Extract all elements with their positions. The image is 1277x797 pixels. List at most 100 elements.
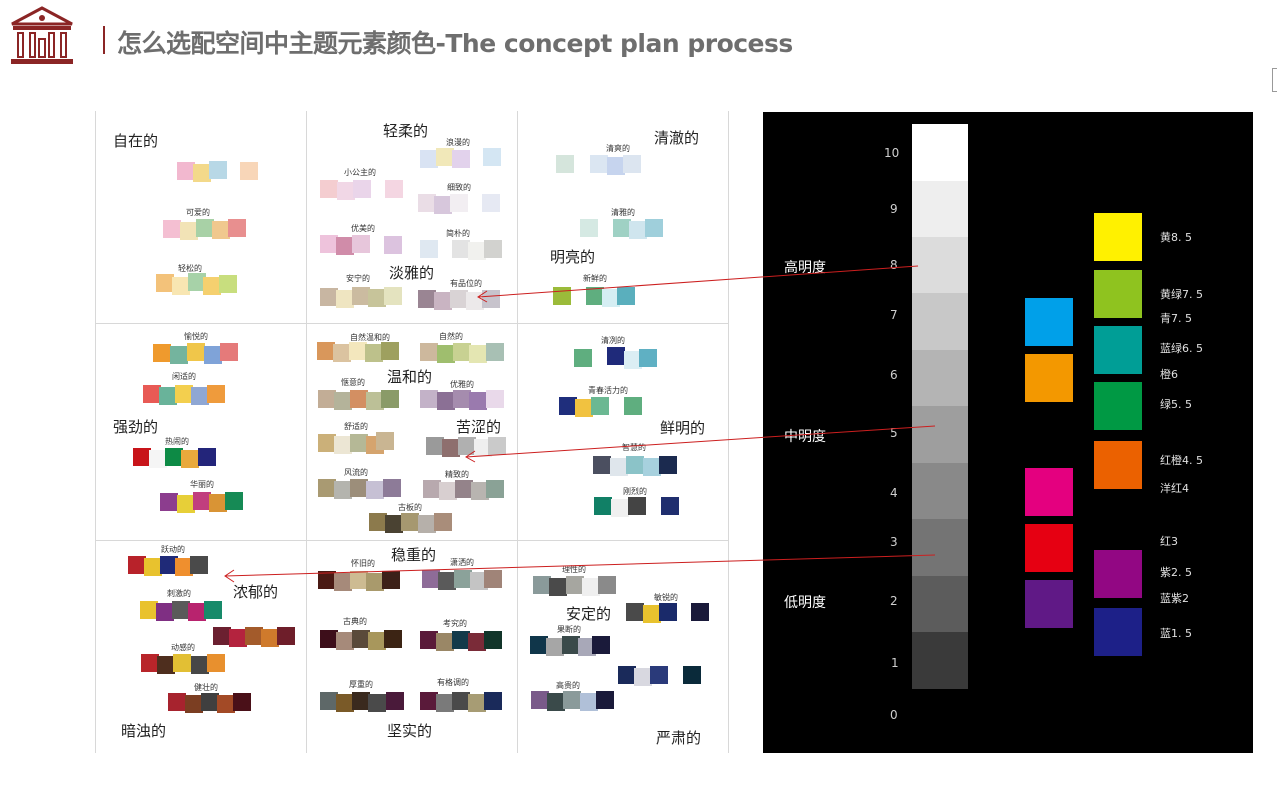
color-swatch (423, 480, 441, 498)
mood-label: 安定的 (566, 605, 612, 623)
palette-label: 敏锐的 (654, 593, 678, 602)
color-swatch (352, 692, 370, 710)
palette-label: 理性的 (562, 565, 586, 574)
color-swatch (143, 385, 161, 403)
grid-line (306, 111, 307, 753)
color-swatch (437, 345, 455, 363)
value-block (912, 576, 968, 632)
arrow-line-low (224, 554, 936, 577)
color-swatch (418, 515, 436, 533)
color-swatch (580, 693, 598, 711)
color-swatch (486, 343, 504, 361)
hue-label: 蓝1. 5 (1160, 627, 1192, 640)
palette-label: 有格调的 (437, 678, 469, 687)
color-swatch (1094, 550, 1142, 598)
color-swatch (384, 630, 402, 648)
value-number: 10 (884, 146, 900, 160)
mood-label: 明亮的 (550, 248, 596, 266)
color-swatch (233, 693, 251, 711)
color-swatch (434, 196, 452, 214)
palette-label: 优雅的 (450, 380, 474, 389)
color-swatch (531, 691, 549, 709)
color-swatch (596, 691, 614, 709)
color-swatch (530, 636, 548, 654)
color-swatch (437, 392, 455, 410)
color-swatch (488, 437, 506, 455)
mood-label: 强劲的 (113, 418, 159, 436)
color-swatch (213, 627, 231, 645)
palette-label: 愉悦的 (184, 332, 208, 341)
color-swatch (261, 629, 279, 647)
color-swatch (683, 666, 701, 684)
grid-line (517, 111, 518, 753)
mood-label: 浓郁的 (233, 583, 279, 601)
color-swatch (384, 236, 402, 254)
color-swatch (187, 343, 205, 361)
color-swatch (229, 629, 247, 647)
color-swatch (452, 150, 470, 168)
color-swatch (181, 450, 199, 468)
palette-label: 优美的 (351, 224, 375, 233)
color-swatch (566, 576, 584, 594)
color-swatch (486, 390, 504, 408)
hue-label: 蓝绿6. 5 (1160, 342, 1203, 355)
palette-label: 动感的 (171, 643, 195, 652)
color-swatch (438, 572, 456, 590)
color-swatch (350, 571, 368, 589)
color-swatch (193, 164, 211, 182)
palette-label: 轻松的 (178, 264, 202, 273)
color-swatch (320, 235, 338, 253)
color-swatch (204, 601, 222, 619)
color-swatch (376, 432, 394, 450)
hue-label: 紫2. 5 (1160, 566, 1192, 579)
color-swatch (549, 578, 567, 596)
color-swatch (172, 277, 190, 295)
color-swatch (317, 342, 335, 360)
color-swatch (350, 434, 368, 452)
color-swatch (318, 479, 336, 497)
color-swatch (455, 480, 473, 498)
color-swatch (185, 695, 203, 713)
color-swatch (201, 693, 219, 711)
color-swatch (369, 513, 387, 531)
color-swatch (320, 630, 338, 648)
color-swatch (207, 654, 225, 672)
palette-label: 古板的 (398, 503, 422, 512)
color-swatch (420, 240, 438, 258)
color-swatch (468, 633, 486, 651)
color-swatch (471, 482, 489, 500)
color-swatch (177, 495, 195, 513)
color-swatch (629, 221, 647, 239)
mood-label: 坚实的 (387, 722, 433, 740)
color-swatch (442, 439, 460, 457)
color-swatch (598, 576, 616, 594)
color-swatch (482, 290, 500, 308)
color-swatch (452, 240, 470, 258)
color-swatch (368, 289, 386, 307)
title-accent-bar (103, 26, 105, 54)
color-swatch (594, 497, 612, 515)
color-swatch (483, 148, 501, 166)
hue-label: 黄8. 5 (1160, 231, 1192, 244)
color-swatch (624, 397, 642, 415)
palette-label: 有品位的 (450, 279, 482, 288)
color-swatch (611, 499, 629, 517)
color-swatch (610, 458, 628, 476)
color-swatch (661, 497, 679, 515)
color-swatch (628, 497, 646, 515)
color-swatch (659, 456, 677, 474)
color-swatch (177, 162, 195, 180)
color-swatch (350, 390, 368, 408)
palette-label: 热闹的 (165, 437, 189, 446)
value-block (912, 632, 968, 689)
color-swatch (468, 242, 486, 260)
color-swatch (484, 570, 502, 588)
color-swatch (613, 219, 631, 237)
grid-line (95, 323, 729, 324)
color-swatch (381, 390, 399, 408)
museum-building-icon (11, 6, 73, 64)
palette-label: 刚烈的 (623, 487, 647, 496)
color-swatch (484, 631, 502, 649)
color-swatch (580, 219, 598, 237)
color-swatch (382, 571, 400, 589)
